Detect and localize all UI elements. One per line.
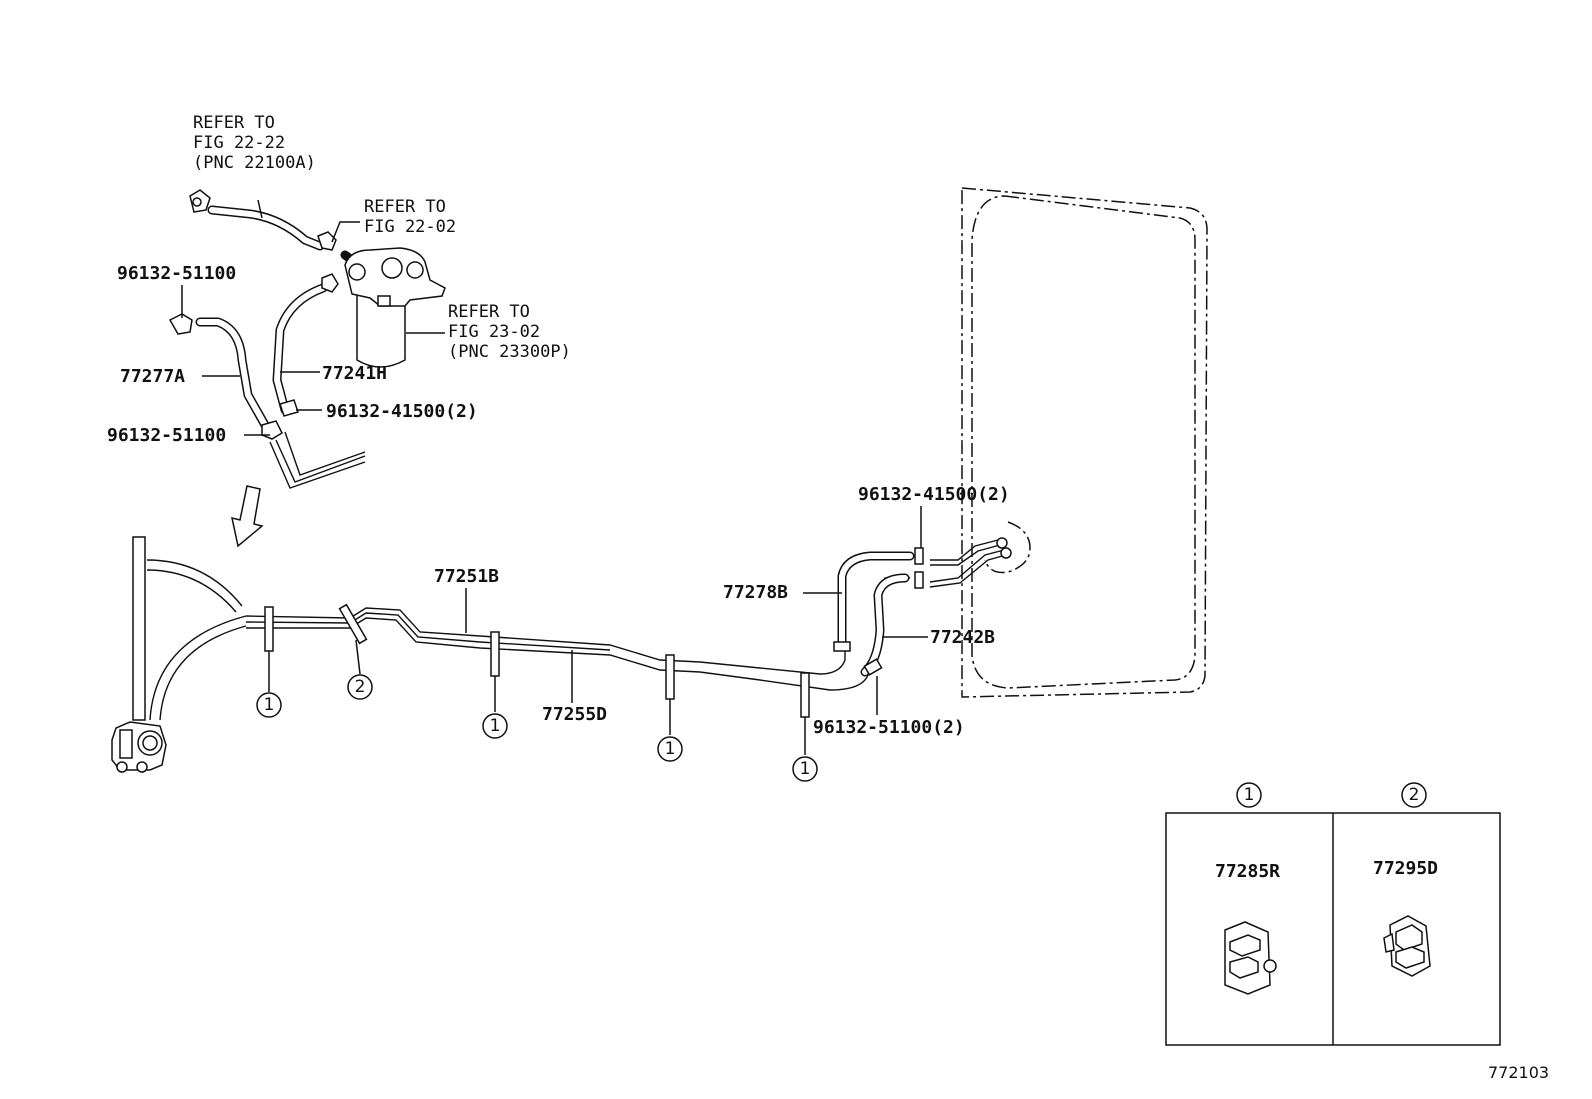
svg-text:(PNC 23300P): (PNC 23300P) — [448, 342, 571, 362]
ref-fig-23-02: REFER TO FIG 23-02 (PNC 23300P) — [448, 302, 571, 362]
callout-clamp-1-d: 1 — [792, 756, 818, 782]
clip-77242b — [863, 658, 883, 676]
clip-77285r-drawing — [1224, 921, 1277, 995]
svg-text:2: 2 — [1409, 785, 1420, 805]
svg-text:REFER TO: REFER TO — [193, 113, 275, 133]
ref-fig-22-02: REFER TO FIG 22-02 — [364, 197, 456, 237]
clamp-96132-41500-left — [279, 399, 299, 417]
svg-text:REFER TO: REFER TO — [364, 197, 446, 217]
svg-text:1: 1 — [800, 759, 811, 779]
clamp-1-b — [490, 631, 500, 677]
figure-number: 772103 — [1488, 1063, 1549, 1082]
svg-text:1: 1 — [490, 716, 501, 736]
callout-clamp-2: 2 — [347, 674, 373, 700]
svg-text:1: 1 — [665, 739, 676, 759]
direction-arrow — [231, 485, 264, 548]
clip-77278b — [833, 641, 851, 652]
clip-top-hose-left — [189, 189, 211, 213]
clamp-legend: 1 2 77285R 77295D — [1165, 782, 1501, 1046]
label-77251b: 77251B — [434, 566, 499, 587]
svg-text:1: 1 — [1244, 785, 1255, 805]
clamp-1-c — [665, 654, 675, 700]
legend-part-77295d: 77295D — [1373, 858, 1438, 879]
svg-text:(PNC 22100A): (PNC 22100A) — [193, 153, 316, 173]
clamp-right-upper — [914, 547, 924, 565]
label-77241h: 77241H — [322, 363, 387, 384]
label-clip-right: 96132-51100(2) — [813, 717, 965, 738]
charcoal-canister — [344, 247, 446, 368]
legend-callout-2: 2 — [1401, 782, 1427, 808]
svg-text:FIG 22-22: FIG 22-22 — [193, 133, 285, 153]
label-clamp-top: 96132-41500(2) — [326, 401, 478, 422]
clip-top-hose-right — [317, 231, 337, 251]
clip-96132-51100-top — [168, 313, 193, 335]
callout-clamp-1-b: 1 — [482, 713, 508, 739]
main-fuel-lines — [132, 536, 1012, 721]
svg-text:FIG 23-02: FIG 23-02 — [448, 322, 540, 342]
clamp-right-lower — [914, 571, 924, 589]
callout-clamp-1-a: 1 — [256, 692, 282, 718]
fuel-pump — [111, 721, 167, 773]
label-77255d: 77255D — [542, 704, 607, 725]
label-clip-top-left: 96132-51100 — [117, 263, 236, 284]
label-clamp-right: 96132-41500(2) — [858, 484, 1010, 505]
upper-hose-assembly — [168, 189, 446, 489]
clip-77295d-drawing — [1383, 915, 1431, 977]
legend-callout-1: 1 — [1236, 782, 1262, 808]
svg-text:1: 1 — [264, 695, 275, 715]
label-77278b: 77278B — [723, 582, 788, 603]
clamp-1-d — [800, 672, 810, 718]
svg-text:FIG 22-02: FIG 22-02 — [364, 217, 456, 237]
label-77277a: 77277A — [120, 366, 185, 387]
label-clip-bottom-left: 96132-51100 — [107, 425, 226, 446]
label-77242b: 77242B — [930, 627, 995, 648]
clip-96132-51100-bottom — [261, 420, 283, 440]
fuel-tank-outline — [961, 187, 1208, 698]
clamp-2 — [338, 603, 368, 645]
legend-part-77285r: 77285R — [1215, 861, 1280, 882]
clamp-1-a — [264, 606, 274, 652]
leader-lines — [181, 199, 928, 755]
svg-text:REFER TO: REFER TO — [448, 302, 530, 322]
callout-clamp-1-c: 1 — [657, 736, 683, 762]
svg-text:2: 2 — [355, 677, 366, 697]
clip-77241h-top — [321, 273, 339, 293]
ref-fig-22-22: REFER TO FIG 22-22 (PNC 22100A) — [193, 113, 316, 173]
